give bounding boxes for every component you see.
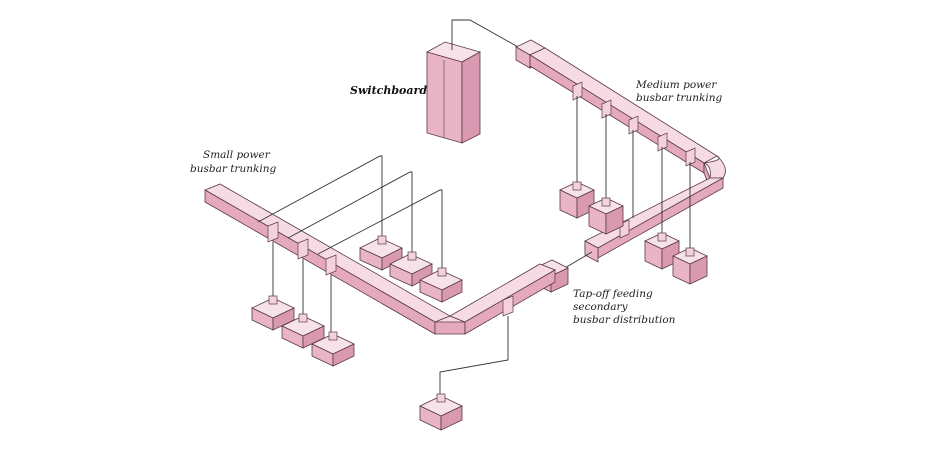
bottom-drop-wire [439,316,509,398]
tapoff-label-line1: Tap-off feeding [573,288,653,300]
small-upper-wire-3 [317,189,443,272]
medium-tapoff-box-3 [644,232,680,270]
switchboard-label: Switchboard [350,84,427,97]
small-lower-box-3 [311,331,355,367]
small-power-label-line2: busbar trunking [190,163,276,175]
small-upper-box-3 [419,267,463,303]
small-power-label-line1: Small power [203,149,271,161]
medium-power-label-line2: busbar trunking [636,92,722,104]
small-upper-wire-1 [257,155,383,240]
small-lower-box-1 [251,295,295,331]
medium-power-busbar [515,39,726,263]
switchboard-feed-wire [451,19,521,50]
small-upper-box-1 [359,235,403,271]
medium-tapoff-box-2 [588,197,624,235]
medium-power-label-line1: Medium power [635,79,717,91]
small-upper-box-2 [389,251,433,287]
medium-tapoff-box-4 [672,247,708,285]
tapoff-label-line3: busbar distribution [573,314,676,326]
tapoff-label-line2: secondary [573,301,629,313]
small-power-busbar [204,183,556,335]
small-lower-box-2 [281,313,325,349]
small-upper-wire-2 [287,171,413,255]
switchboard-cabinet [425,41,482,144]
bottom-box [419,393,463,431]
